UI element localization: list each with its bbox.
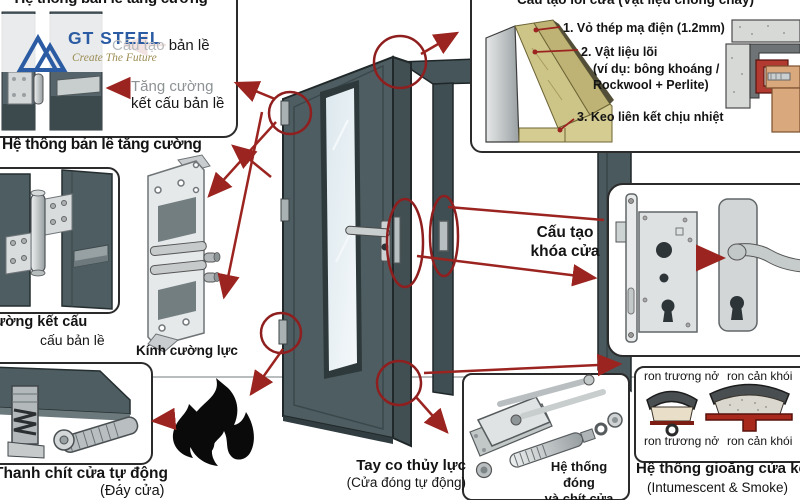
- highlight-circle: [375, 359, 423, 407]
- core-item-2-note2: Rockwool + Perlite): [593, 78, 709, 92]
- hinge-system-title: Hệ thống bản lề tăng cường: [0, 0, 226, 7]
- arrow: [207, 121, 277, 198]
- highlight-circle: [267, 90, 313, 136]
- closer-box-label: Hệ thống đóng và chít cửa: [534, 459, 624, 500]
- closer-box-line1: Hệ thống đóng: [550, 459, 608, 490]
- core-wedge: [485, 19, 614, 143]
- closer-outside-label: Tay co thủy lực (Cửa đóng tự động): [336, 457, 466, 491]
- closer-label-line2: (Cửa đóng tự động): [346, 475, 466, 490]
- fire-icon: [172, 378, 254, 466]
- arrow: [447, 205, 605, 222]
- arrow: [415, 396, 449, 434]
- annotation-arrows: [105, 31, 726, 434]
- hinge-detail-caption-line2: cấu bản lề: [40, 332, 105, 348]
- door-hinges: [278, 100, 290, 345]
- arrow: [217, 111, 264, 300]
- hinge-detail: [0, 169, 113, 310]
- drop-seal: [0, 366, 139, 459]
- core-item-2-note1: (ví dụ: bông khoáng /: [593, 62, 720, 76]
- arrow: [420, 31, 460, 56]
- arrow: [423, 353, 623, 377]
- gasket-label-top-right: ron cản khói: [727, 369, 793, 383]
- highlight-circle: [428, 194, 460, 278]
- hinge-reinforce-line2: kết cấu bản lề: [131, 95, 225, 112]
- hinge-recess: [56, 75, 101, 97]
- highlight-circle: [372, 34, 428, 90]
- door-handle-plate: [718, 198, 800, 332]
- vision-glass: [320, 80, 362, 379]
- hinge-structure-label-dark: bản lề: [168, 37, 210, 54]
- core-box-title: Cấu tạo lõi cửa (Vật liệu chống cháy): [478, 0, 793, 7]
- closer-label-line1: Tay co thủy lực: [356, 457, 466, 474]
- arrow: [150, 407, 177, 431]
- gasket-caption-line1: Hệ thống gioăng cửa kép: [636, 460, 800, 477]
- hinge-reinforce-label: Tăng cường kết cấu bản lề: [131, 78, 224, 112]
- bottom-seal-caption-line2: (Đáy cửa): [100, 483, 165, 499]
- highlight-circle: [385, 197, 425, 289]
- arrow: [416, 254, 598, 287]
- glass-label: Kính cường lực: [136, 343, 238, 358]
- closer-box-line2: và chít cửa: [544, 491, 614, 500]
- intumescent-gasket: [646, 390, 698, 437]
- lock-faceplate-edge: [393, 216, 401, 264]
- logo-triangle-icon: [16, 33, 68, 72]
- hinge-system-box: [0, 0, 238, 138]
- core-callout-lines: [534, 26, 579, 131]
- strike-plate: [438, 220, 449, 252]
- highlight-circles: [259, 34, 460, 407]
- lock-label: Cấu tạo khóa cửa: [524, 223, 606, 261]
- hinge-reinforce-line1: Tăng cường: [131, 78, 214, 95]
- lock-label-line2: khóa cửa: [530, 243, 600, 260]
- gasket-caption-line2: (Intumescent & Smoke): [647, 480, 789, 495]
- mortise-lock: [615, 193, 698, 343]
- hinge-structure-label-faded: Cấu tạo: [112, 37, 165, 54]
- core-item-2: 2. Vật liệu lõi: [581, 45, 658, 59]
- core-item-3: 3. Keo liên kết chịu nhiệt: [577, 110, 724, 124]
- arrow: [233, 81, 276, 102]
- door-slab: [278, 55, 412, 448]
- lock-label-line1: Cấu tạo: [536, 224, 594, 241]
- hinge-structure-label: Cấu tạo bản lề: [112, 37, 210, 54]
- arrow: [249, 348, 285, 397]
- door-closer: [469, 374, 623, 479]
- frame-section-detail: [725, 19, 800, 133]
- hinge-leaf: [7, 71, 33, 105]
- hinge-detail-caption-line1: Tăng cường kết cấu: [0, 314, 88, 330]
- gasket-label-bottom-right: ron cản khói: [727, 434, 793, 448]
- hinge-system-caption: Hệ thống bản lề tăng cường: [2, 136, 202, 153]
- bottom-seal-caption-line1: Thanh chít cửa tự động: [0, 465, 168, 482]
- hinge-detail-box: [0, 167, 120, 314]
- arrow: [231, 144, 272, 178]
- smoke-gasket: [705, 383, 793, 432]
- reinforcement-bracket: [147, 154, 221, 353]
- gasket-label-top-left: ron trương nở: [644, 369, 720, 383]
- core-item-1: 1. Vỏ thép mạ điện (1.2mm): [563, 21, 725, 35]
- highlight-circle: [259, 311, 303, 355]
- door-handle: [345, 220, 391, 262]
- hinge-knuckle: [33, 73, 44, 105]
- gasket-label-bottom-left: ron trương nở: [644, 434, 720, 448]
